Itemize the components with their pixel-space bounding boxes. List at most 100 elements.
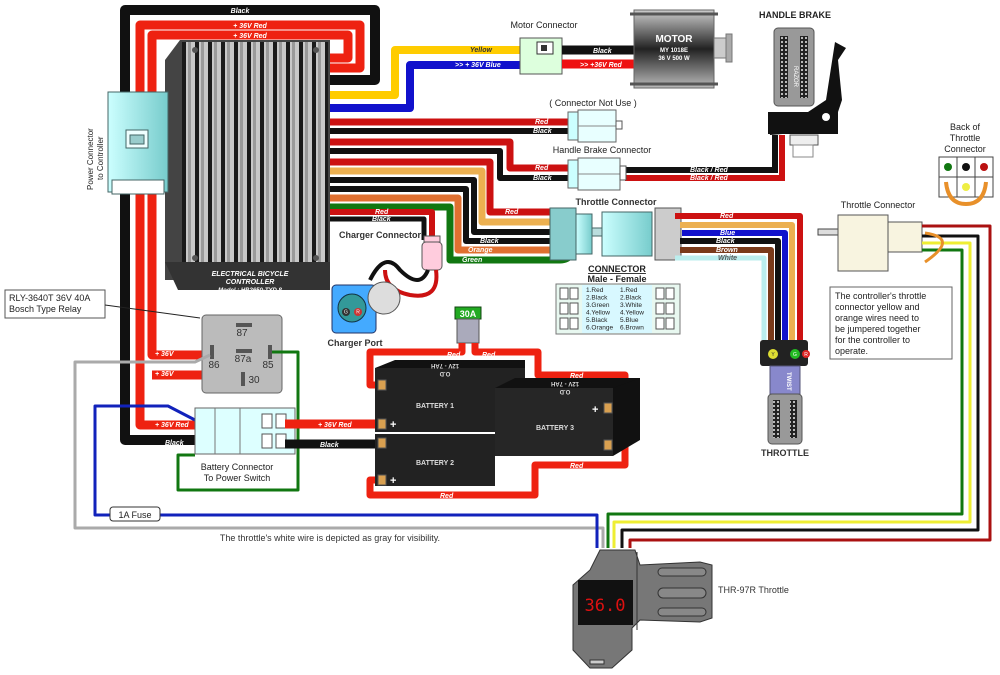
battery-1-label: BATTERY 1 — [416, 403, 454, 410]
pin-slot — [569, 317, 579, 330]
pinout-female-entry: 3.White — [620, 302, 642, 309]
gray-wire-note: The throttle's white wire is depicted as… — [220, 533, 440, 543]
battery-connector-label-1: Battery Connector — [201, 462, 274, 472]
battery-2[interactable] — [375, 434, 495, 486]
power-connector-label-1: Power Connector — [86, 128, 95, 190]
wire-label-brake-blackred2: Black / Red — [690, 175, 728, 182]
fuse-1a-label: 1A Fuse — [118, 510, 151, 520]
pin-slot — [559, 317, 569, 330]
motor[interactable]: MOTOR MY 1018E 36 V 500 W — [630, 9, 733, 89]
throttle-connector-male[interactable] — [549, 207, 593, 261]
pin-slot — [569, 287, 579, 300]
connector-latch — [591, 227, 603, 237]
throttle[interactable]: Y G R TWIST — [760, 340, 810, 445]
svg-text:+: + — [390, 475, 396, 487]
wire-label-charger-red: Red — [375, 209, 389, 216]
relay-callout-line1: RLY-3640T 36V 40A — [9, 293, 90, 303]
battery-connector[interactable] — [194, 407, 296, 455]
signal-wires — [73, 350, 605, 548]
wire-label-brake-black: Black — [533, 175, 553, 182]
controller-model: Model : HB3650-TYD 8 — [218, 288, 282, 294]
battery-main-wires — [285, 419, 375, 449]
battery-3-spec: 12V - 7AH — [551, 380, 579, 386]
relay-pin-87a: 87a — [235, 354, 252, 365]
power-connector-label-2: to Controller — [96, 136, 105, 180]
throttle-led-g: G — [793, 352, 797, 358]
throttle-connector-title: Throttle Connector — [576, 197, 657, 207]
relay[interactable] — [201, 314, 283, 394]
charger-pin-r: R — [356, 310, 360, 316]
throttle-connector-female[interactable] — [601, 207, 682, 261]
charger-connector[interactable] — [421, 235, 443, 271]
wire-label-f-red: Red — [720, 213, 734, 220]
wire-label-charger-black: Black — [372, 216, 392, 223]
pinout-female-entry: 5.Blue — [620, 317, 639, 324]
handle-brake[interactable]: RAZOR — [768, 27, 846, 158]
charger-wires — [368, 260, 439, 298]
jumper-note-line: connector yellow and — [835, 302, 920, 312]
back-connector-label-2: Throttle — [950, 133, 981, 143]
wire-label-black-top: Black — [231, 8, 251, 15]
motor-model: MY 1018E — [660, 48, 688, 54]
battery-3[interactable] — [495, 378, 640, 456]
svg-text:+: + — [592, 404, 598, 416]
controller-label-1: ELECTRICAL BICYCLE — [212, 271, 289, 278]
pinout-female-entry: 6.Brown — [620, 325, 644, 332]
fuse-1a[interactable] — [109, 506, 161, 522]
wire-label-yellow: Yellow — [470, 47, 492, 54]
wire-label-thr-green: Green — [462, 257, 482, 264]
jumper-note-line: for the controller to — [835, 335, 910, 345]
motor-connector[interactable] — [519, 37, 563, 75]
wire-label-brake-red: Red — [535, 165, 549, 172]
wire-label-thr-black: Black — [480, 238, 500, 245]
wire-label-unused-black: Black — [533, 128, 553, 135]
wire-label-fuse-red2: Red — [482, 352, 496, 359]
pin-slot — [665, 302, 675, 315]
brake-wires — [625, 135, 785, 181]
battery-1-spec: 12V - 7AH — [431, 362, 459, 368]
pin-slot — [655, 317, 665, 330]
pin-slot — [655, 287, 665, 300]
battery-3-label: BATTERY 3 — [536, 425, 574, 432]
thr-97r-display: 36.0 — [585, 596, 626, 616]
wire-label-f-white: White — [718, 255, 737, 262]
wire-label-f-brown: Brown — [716, 247, 738, 254]
relay-pin-85: 85 — [262, 360, 274, 371]
svg-text:+: + — [390, 419, 396, 431]
wire-label-bat-black: Black — [320, 442, 340, 449]
pinout-female-entry: 2.Black — [620, 295, 642, 302]
power-connector[interactable] — [107, 91, 169, 195]
pinout-male-entry: 3.Green — [586, 302, 610, 309]
charger-port[interactable] — [331, 281, 401, 334]
pin-slot — [559, 302, 569, 315]
thr-97r-label: THR-97R Throttle — [718, 585, 789, 595]
charger-connector-label: Charger Connector — [339, 230, 422, 240]
fuse-30a[interactable] — [454, 306, 482, 344]
motor-title: MOTOR — [655, 34, 693, 45]
handle-brake-connector[interactable] — [567, 157, 627, 191]
wire-label-motor-red: >> +36V Red — [580, 62, 623, 69]
right-throttle-connector-label: Throttle Connector — [841, 200, 916, 210]
pinout-male-entry: 1.Red — [586, 287, 604, 294]
wire-label-f-blue: Blue — [720, 230, 735, 237]
pin-slot — [665, 317, 675, 330]
right-connector-wires — [606, 224, 992, 548]
right-throttle-connector[interactable] — [817, 214, 923, 272]
thr-97r-throttle[interactable] — [572, 549, 713, 669]
wire-label-b2-red: Red — [440, 493, 454, 500]
controller[interactable]: ELECTRICAL BICYCLE CONTROLLER Model : HB… — [165, 40, 330, 294]
relay-callout-line2: Bosch Type Relay — [9, 304, 82, 314]
unused-connector[interactable] — [567, 109, 623, 143]
female-side-wires — [675, 213, 803, 340]
charger-port-label: Charger Port — [327, 338, 382, 348]
handle-brake-connector-label: Handle Brake Connector — [553, 145, 652, 155]
wire-label-brake-blackred1: Black / Red — [690, 167, 728, 174]
controller-label-2: CONTROLLER — [226, 279, 275, 286]
wire-label-b3b2-red: Red — [570, 463, 584, 470]
handle-brake-title: HANDLE BRAKE — [759, 10, 831, 20]
wire-label-bc-black: Black — [165, 440, 185, 447]
fuse-30a-label: 30A — [460, 309, 477, 319]
wire-label-blue: >> + 36V Blue — [455, 62, 501, 69]
jumper-note-line: orange wires need to — [835, 313, 919, 323]
